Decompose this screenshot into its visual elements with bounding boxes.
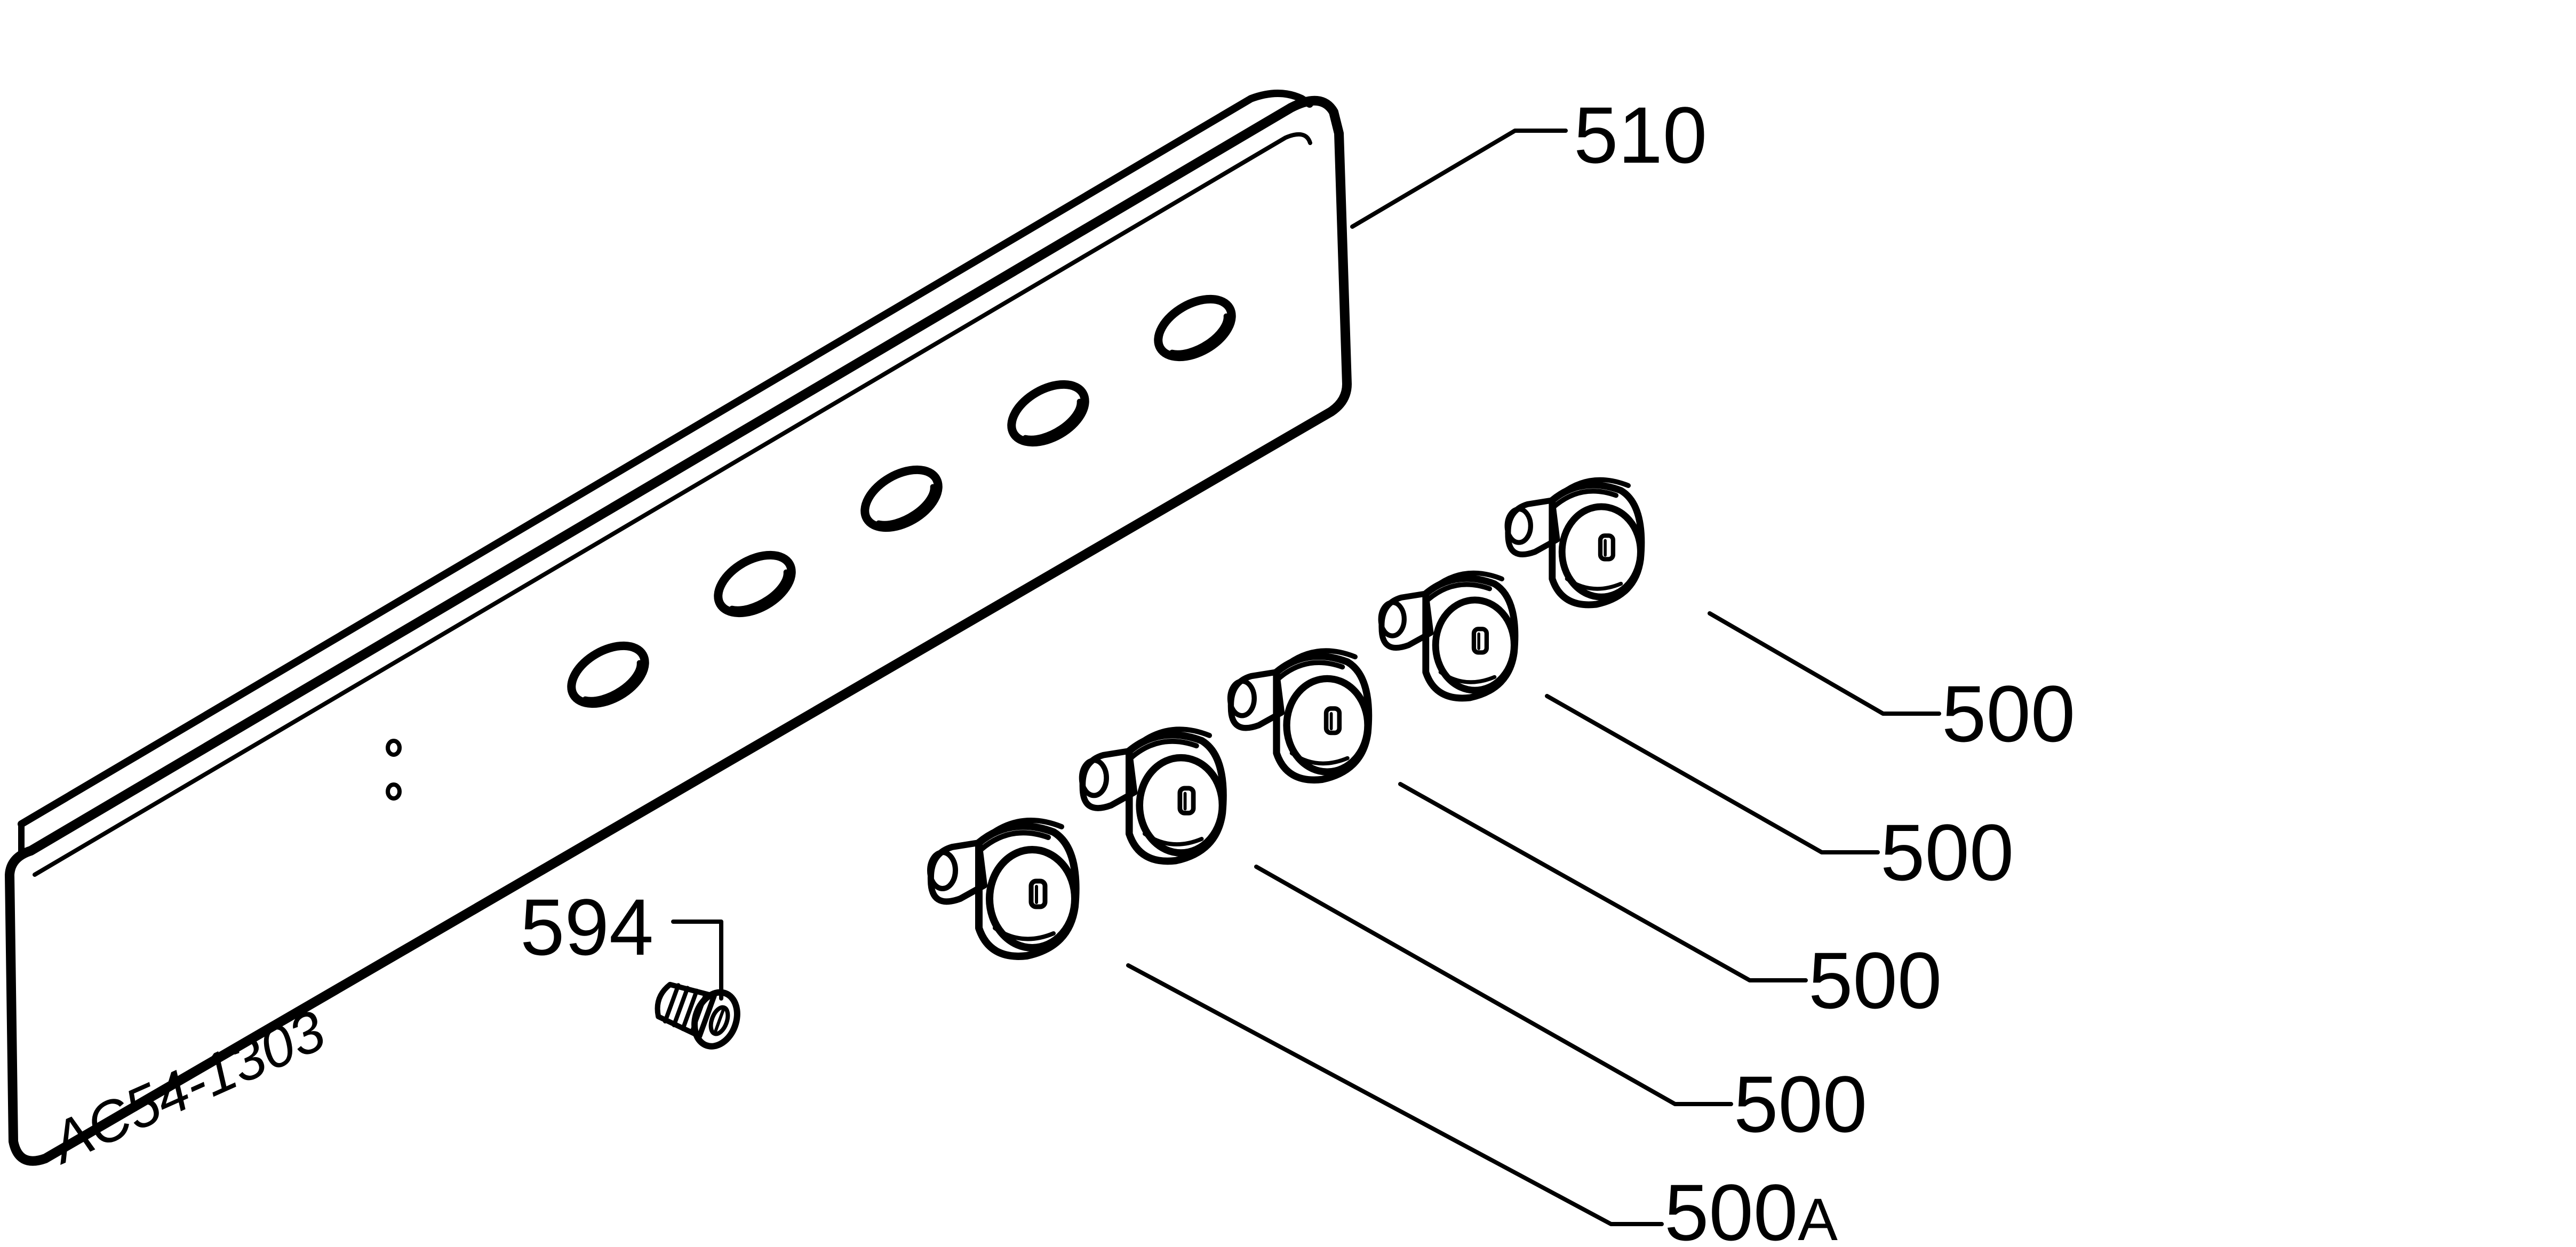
knob-500-1 bbox=[1507, 479, 1641, 605]
label-500A-suffix: A bbox=[1798, 1186, 1838, 1247]
mounting-holes bbox=[386, 739, 402, 801]
drawing-code: AC54-1303 bbox=[39, 997, 334, 1176]
label-510: 510 bbox=[1574, 90, 1707, 180]
label-500A: 500A bbox=[1664, 1168, 1838, 1247]
knob-hole bbox=[567, 641, 649, 708]
label-500-3: 500 bbox=[1808, 936, 1942, 1025]
leader-line-500-2 bbox=[1545, 694, 1880, 854]
label-500-4: 500 bbox=[1734, 1059, 1867, 1149]
leader-line-500A bbox=[1126, 963, 1664, 1226]
leader-line-500-3 bbox=[1398, 782, 1808, 982]
leader-line-510 bbox=[1350, 129, 1568, 229]
control-panel bbox=[5, 90, 1352, 1166]
screw-594 bbox=[655, 981, 740, 1050]
knob-hole bbox=[714, 550, 796, 618]
label-500-2: 500 bbox=[1880, 808, 2014, 897]
knob-hole bbox=[1154, 294, 1236, 362]
label-500-1: 500 bbox=[1942, 669, 2075, 758]
leader-line-500-1 bbox=[1708, 611, 1941, 716]
leader-line-594 bbox=[671, 920, 723, 1001]
knob-hole bbox=[1007, 380, 1089, 447]
panel-knob-holes bbox=[567, 294, 1236, 708]
label-594: 594 bbox=[520, 882, 653, 972]
label-500A-number: 500 bbox=[1664, 1168, 1798, 1247]
knob-500-3 bbox=[1230, 651, 1369, 780]
knob-hole bbox=[860, 465, 943, 532]
knob-500-4 bbox=[1082, 729, 1223, 861]
knob-500-2 bbox=[1381, 573, 1515, 698]
knob-500A bbox=[930, 820, 1076, 956]
leader-line-500-4 bbox=[1254, 865, 1733, 1106]
